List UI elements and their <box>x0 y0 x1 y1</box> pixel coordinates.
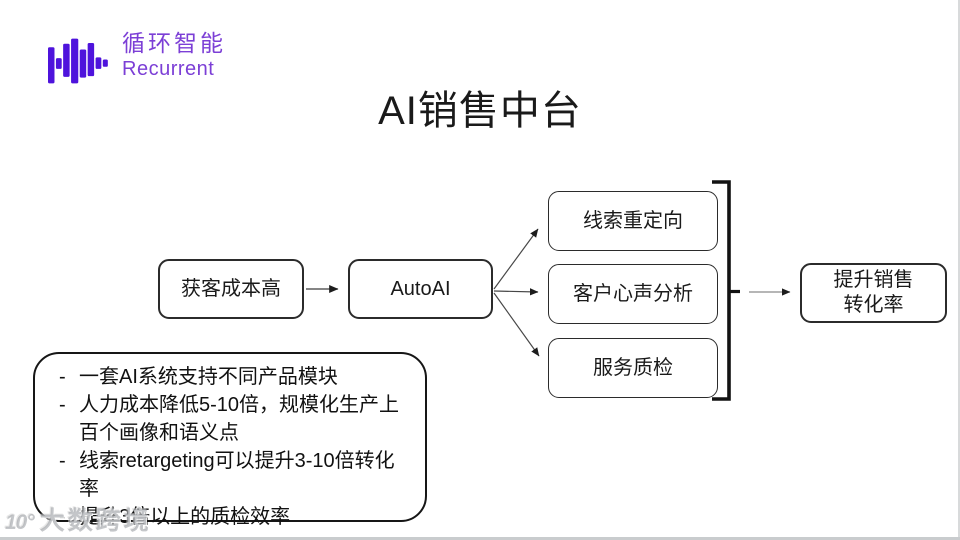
note-text: 线索retargeting可以提升3-10倍转化率 <box>79 450 395 500</box>
bullet-dash: - <box>59 506 66 528</box>
slide-edge-bottom <box>0 537 960 540</box>
node-customer-acquisition-cost: 获客成本高 <box>158 259 304 319</box>
benefits-notes-panel: - 一套AI系统支持不同产品模块 - 人力成本降低5-10倍，规模化生产上百个画… <box>33 352 427 528</box>
node-voice-of-customer: 客户心声分析 <box>548 264 718 324</box>
brand-name-chinese: 循环智能 <box>122 30 226 56</box>
watermark-logo-icon: 10° <box>5 511 35 534</box>
brand-name: 循环智能 Recurrent <box>122 30 226 81</box>
arrow-autoai-to-product-1 <box>493 288 539 296</box>
bullet-dash: - <box>59 366 66 388</box>
node-service-qc: 服务质检 <box>548 338 718 398</box>
slide-edge-right <box>958 0 960 540</box>
node-sales-conversion-outcome: 提升销售 转化率 <box>800 263 947 323</box>
page-title: AI销售中台 <box>378 89 582 133</box>
note-text: 提升3倍以上的质检效率 <box>79 506 291 528</box>
outcome-line-1: 提升销售 <box>833 269 914 291</box>
brand-logo: 循环智能 Recurrent <box>48 30 226 86</box>
waveform-bars-icon <box>48 38 108 84</box>
note-text: 一套AI系统支持不同产品模块 <box>79 366 338 388</box>
node-lead-retargeting: 线索重定向 <box>548 191 718 251</box>
note-item: - 线索retargeting可以提升3-10倍转化率 <box>53 447 413 503</box>
bullet-dash: - <box>59 450 66 472</box>
note-item: - 提升3倍以上的质检效率 <box>53 503 413 531</box>
bullet-dash: - <box>59 394 66 416</box>
arrow-autoai-to-product-0 <box>493 228 539 290</box>
note-item: - 人力成本降低5-10倍，规模化生产上百个画像和语义点 <box>53 391 413 447</box>
brand-name-english: Recurrent <box>122 58 215 80</box>
note-text: 人力成本降低5-10倍，规模化生产上百个画像和语义点 <box>79 394 400 444</box>
arrow-autoai-to-product-2 <box>493 292 540 357</box>
outcome-line-2: 转化率 <box>843 294 904 316</box>
node-autoai: AutoAI <box>348 259 493 319</box>
note-item: - 一套AI系统支持不同产品模块 <box>53 363 413 391</box>
